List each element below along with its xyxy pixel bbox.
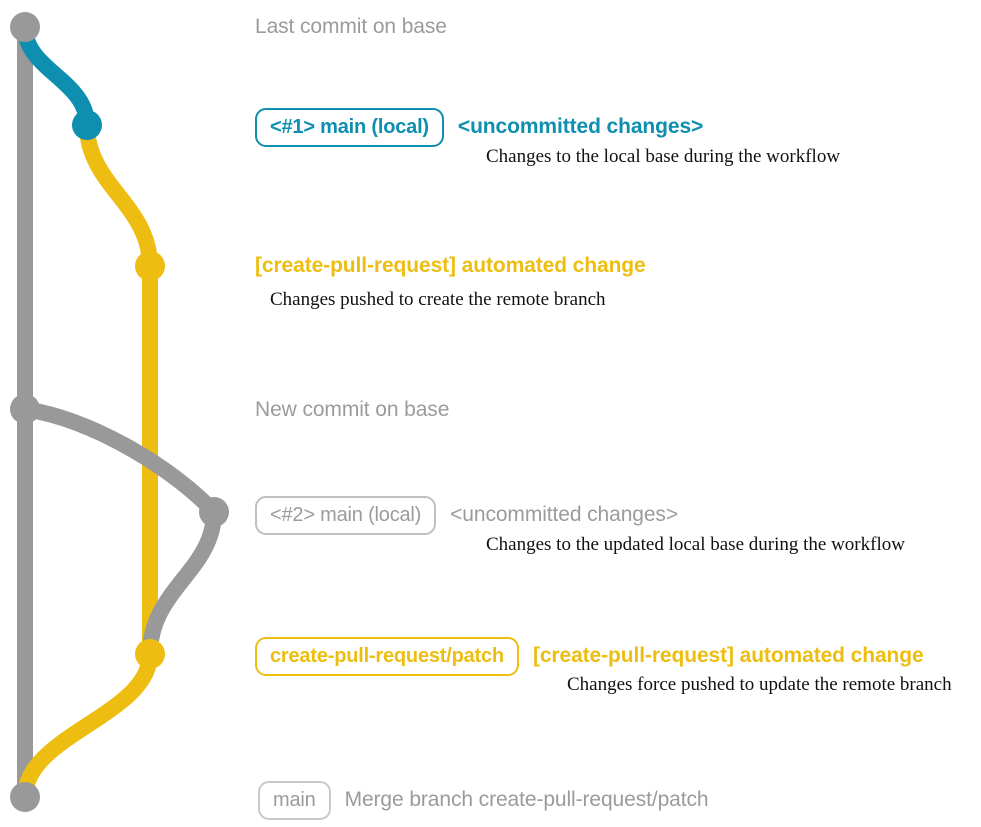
commit-dot-remote-patch-1[interactable] — [135, 251, 165, 281]
ref-chip-main[interactable]: main — [258, 781, 331, 820]
commit-dot-local-1[interactable] — [72, 110, 102, 140]
commit-row-last-commit-on-base: Last commit on base — [255, 14, 447, 40]
commit-row-merge-commit: main Merge branch create-pull-request/pa… — [258, 781, 709, 820]
commit-subject: New commit on base — [255, 398, 450, 421]
commit-description-local-change-1: Changes to the local base during the wor… — [486, 146, 841, 167]
commit-description-local-change-2: Changes to the updated local base during… — [486, 534, 905, 555]
commit-subject: [create-pull-request] automated change — [255, 254, 646, 277]
commit-dot-base-top[interactable] — [10, 12, 40, 42]
commit-dot-local-2[interactable] — [199, 497, 229, 527]
ref-chip-main-local-2[interactable]: <#2> main (local) — [255, 496, 437, 535]
commit-subject: Last commit on base — [255, 15, 447, 38]
ref-chip-create-pull-request-patch[interactable]: create-pull-request/patch — [255, 637, 519, 676]
commit-dot-remote-patch-2[interactable] — [135, 639, 165, 669]
commit-subject: Merge branch create-pull-request/patch — [344, 788, 709, 811]
commit-row-automated-change-2: create-pull-request/patch [create-pull-r… — [255, 637, 924, 676]
edge-local2-to-remote2 — [142, 504, 222, 662]
commit-row-local-change-2: <#2> main (local) <uncommitted changes> — [255, 496, 678, 535]
commit-row-new-commit-on-base: New commit on base — [255, 397, 449, 423]
commit-description-automated-change-1: Changes pushed to create the remote bran… — [270, 289, 606, 310]
commit-row-local-change-1: <#1> main (local) <uncommitted changes> — [255, 108, 703, 147]
ref-chip-main-local-1[interactable]: <#1> main (local) — [255, 108, 444, 147]
edge-base-to-local1 — [17, 19, 95, 133]
edge-remote2-to-merge — [17, 646, 158, 805]
edge-local1-to-remote1 — [79, 117, 158, 274]
commit-dot-base-new[interactable] — [10, 394, 40, 424]
commit-description-automated-change-2: Changes force pushed to update the remot… — [567, 674, 952, 695]
commit-dot-base-merge[interactable] — [10, 782, 40, 812]
commit-row-automated-change-1: [create-pull-request] automated change — [255, 253, 646, 279]
commit-subject: <uncommitted changes> — [457, 115, 704, 138]
commit-subject: <uncommitted changes> — [450, 503, 678, 526]
commit-subject: [create-pull-request] automated change — [532, 644, 924, 667]
edge-basenew-to-local2 — [17, 401, 222, 520]
